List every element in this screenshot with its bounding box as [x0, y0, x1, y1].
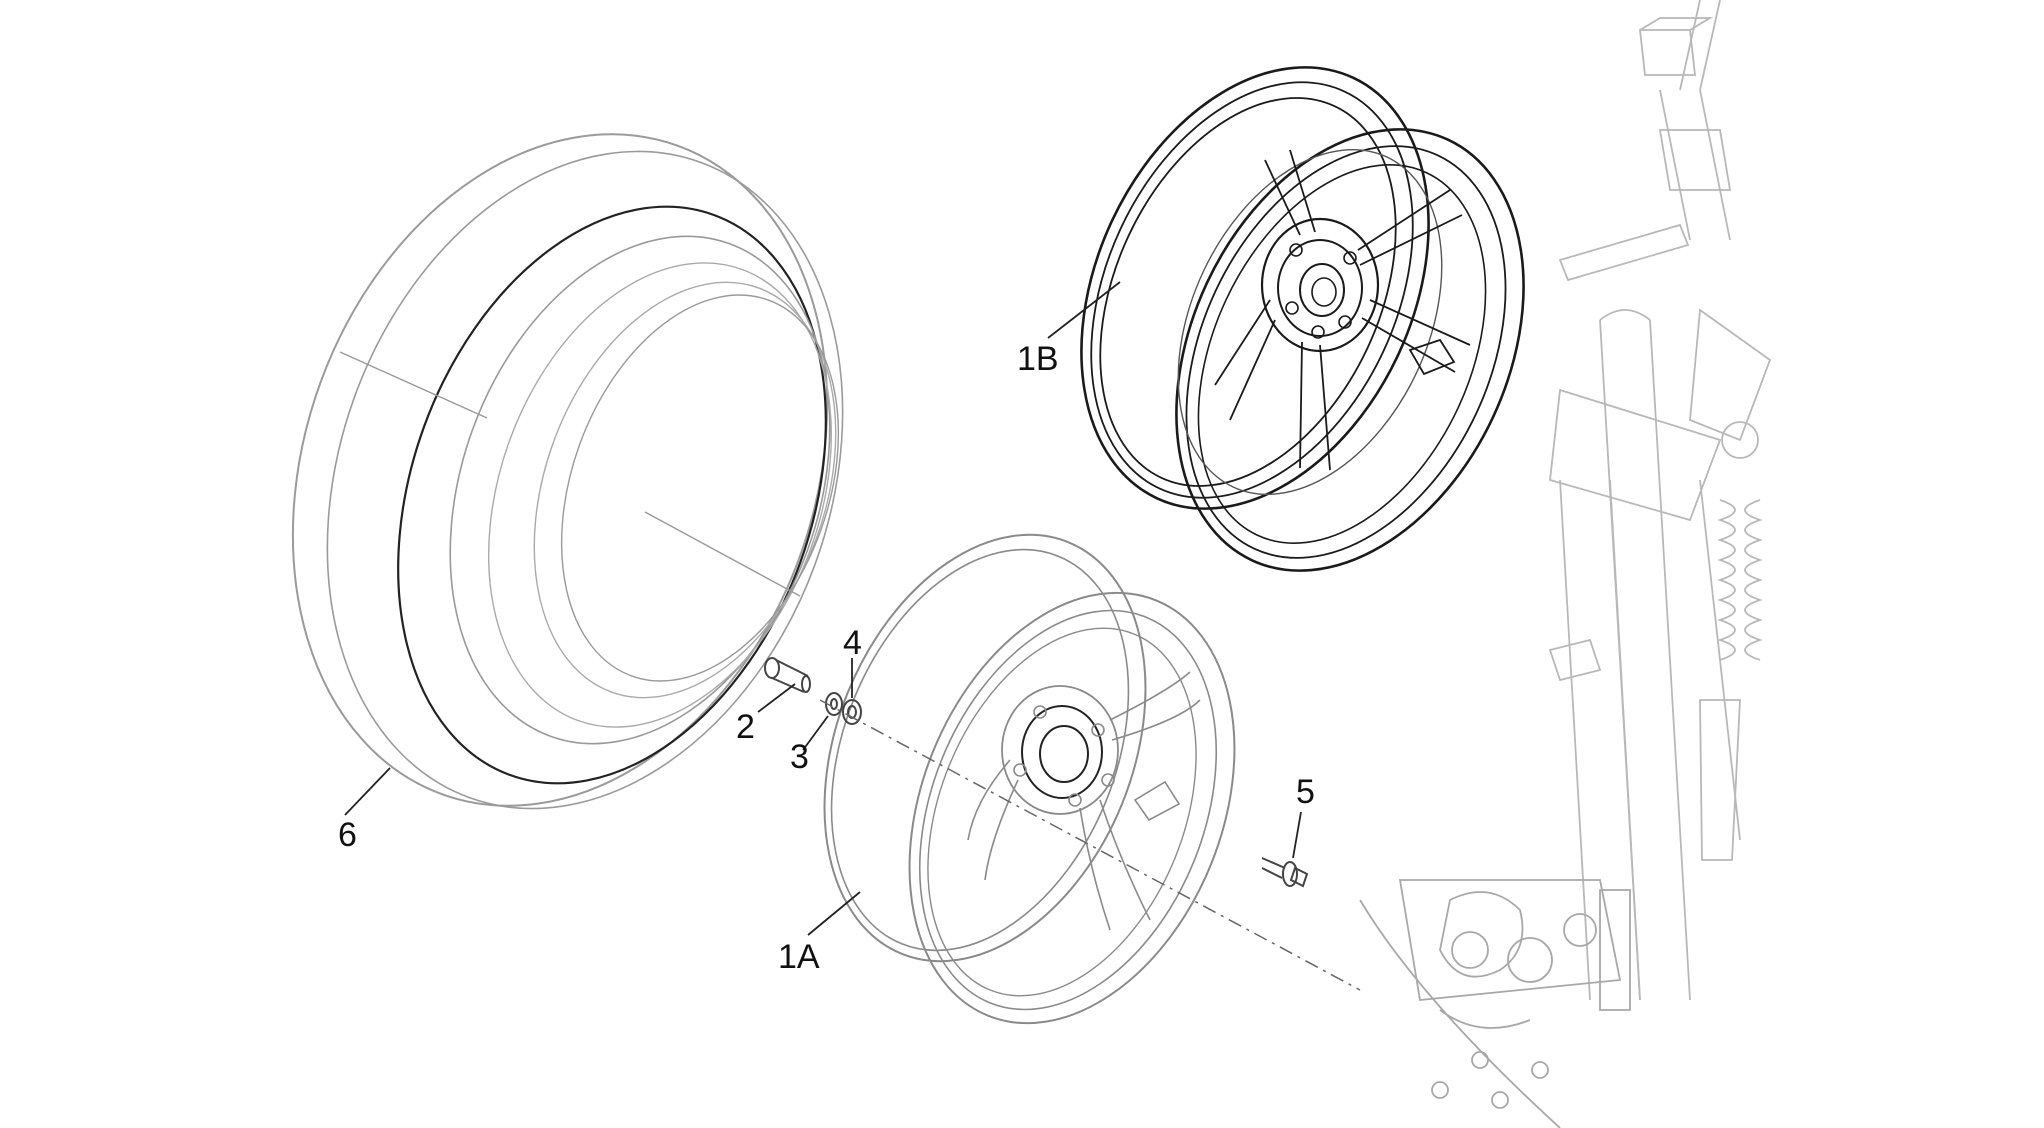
leader-1A [807, 891, 861, 936]
callout-2: 2 [736, 708, 755, 746]
wheel-rim-1B [1080, 66, 1525, 572]
tyre [291, 133, 844, 810]
leader-5 [1292, 811, 1302, 859]
callout-4: 4 [843, 624, 862, 662]
callout-5: 5 [1296, 773, 1315, 811]
brake-caliper-and-disc [1359, 879, 1631, 1128]
fork-suspension-assembly [1548, 0, 1772, 1001]
leader-lines [344, 281, 1302, 936]
callout-1B: 1B [1017, 340, 1059, 378]
leader-6 [344, 767, 391, 816]
wheel-rim-1A [823, 533, 1236, 1025]
callout-1A: 1A [778, 938, 820, 976]
valve-5 [1261, 857, 1309, 888]
bolt-2 [764, 657, 811, 693]
callout-6: 6 [338, 816, 357, 854]
leader-2 [757, 683, 796, 713]
leader-1B [1047, 281, 1121, 339]
leader-3 [802, 715, 829, 751]
axis-dash-line [819, 699, 1361, 991]
callout-3: 3 [790, 738, 809, 776]
